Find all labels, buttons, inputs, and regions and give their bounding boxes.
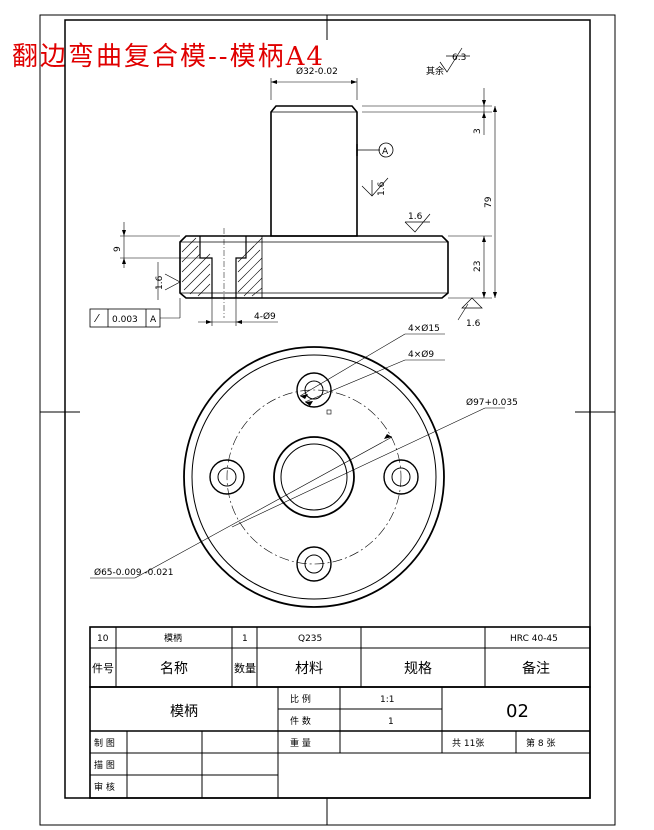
- parts-header-no: 件号: [92, 662, 114, 675]
- dim-top-shaft: Ø32-0.02: [296, 66, 338, 77]
- scale-value: 1:1: [380, 695, 394, 705]
- parts-header-note: 备注: [522, 660, 550, 677]
- roughness-rest-value: 6.3: [452, 53, 466, 63]
- plan-view: [90, 333, 505, 608]
- dim-holes-small: 4-Ø9: [254, 311, 276, 322]
- dim-total-height: 79: [484, 196, 494, 208]
- drawn-label: 制 图: [94, 737, 115, 749]
- parts-qty-value: 1: [242, 634, 248, 644]
- roughness-rest-label: 其余: [426, 65, 444, 77]
- parts-header-material: 材料: [295, 661, 323, 677]
- drawing-number: 02: [506, 701, 529, 722]
- parts-header-qty: 数量: [234, 662, 256, 675]
- inner-border: [64, 19, 591, 799]
- parts-material-value: Q235: [298, 634, 322, 644]
- dim-holes-counterbore: 4×Ø15: [408, 323, 440, 334]
- parts-no-value: 10: [97, 634, 109, 644]
- sheets-total: 共 11张: [452, 738, 484, 749]
- tolerance-symbol: ⁄: [93, 312, 100, 325]
- dim-holes-through: 4×Ø9: [408, 349, 434, 360]
- rough-shaft: 1.6: [377, 181, 387, 196]
- count-label: 件 数: [290, 715, 311, 727]
- draft-label: 描 图: [94, 759, 115, 771]
- front-view: [89, 47, 496, 328]
- parts-header-spec: 规格: [404, 661, 432, 677]
- tolerance-datum: A: [150, 315, 157, 325]
- dim-counterbore-depth: 9: [113, 246, 123, 252]
- dim-chamfer: 3: [473, 128, 483, 134]
- sheet-number: 第 8 张: [526, 737, 555, 749]
- parts-header-name: 名称: [160, 661, 188, 677]
- part-name: 模柄: [170, 704, 198, 720]
- datum-a-label: A: [382, 147, 389, 157]
- count-value: 1: [388, 717, 394, 727]
- scale-label: 比 例: [290, 693, 311, 705]
- weight-label: 重 量: [290, 737, 311, 749]
- rough-shoulder: 1.6: [408, 212, 423, 222]
- parts-note-value: HRC 40-45: [510, 634, 558, 644]
- rough-bottom: 1.6: [466, 319, 481, 329]
- parts-name-value: 模柄: [164, 632, 182, 644]
- dim-outer-diameter: Ø97+0.035: [466, 397, 518, 408]
- dim-flange-thickness: 23: [473, 261, 483, 272]
- review-label: 审 核: [94, 781, 115, 793]
- title-block-grid: [89, 686, 591, 799]
- rough-flange-side: 1.6: [155, 275, 165, 290]
- dim-pitch-circle: Ø65-0.009 -0.021: [94, 567, 173, 578]
- tolerance-value: 0.003: [112, 315, 138, 325]
- drawing-title: 翻边弯曲复合模--模柄A4: [12, 42, 325, 72]
